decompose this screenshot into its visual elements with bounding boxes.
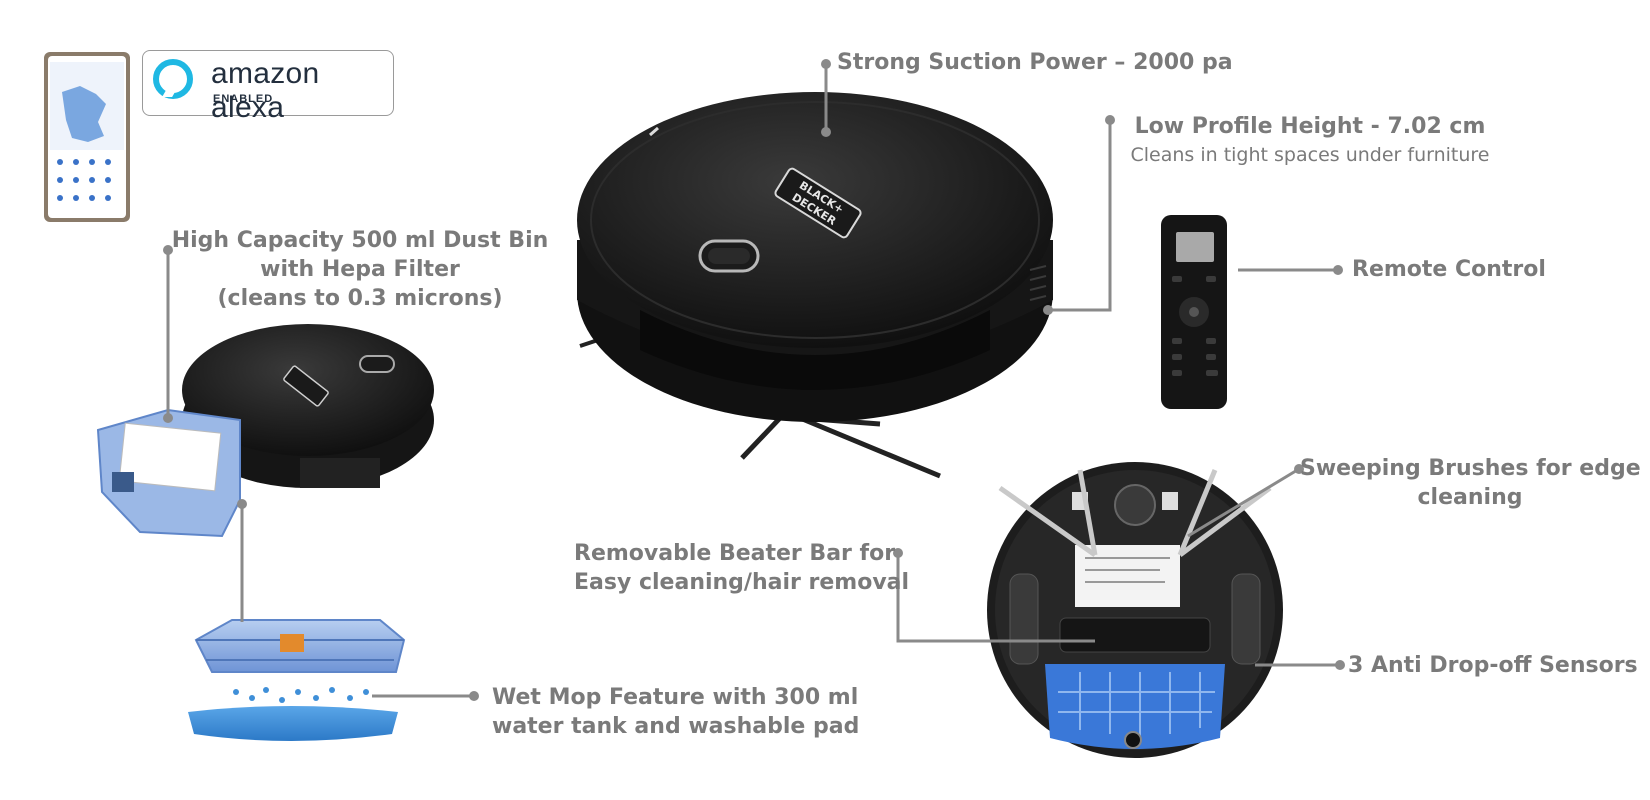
robot-small-icon [182,324,434,488]
beater-line2: Easy cleaning/hair removal [574,570,910,595]
alexa-badge: amazon alexa ENABLED [142,50,394,124]
dustbin-line3: (cleans to 0.3 microns) [217,286,503,311]
beater-line1: Removable Beater Bar for [574,541,896,566]
phone-app-icon [44,52,130,222]
alexa-brand: amazon alexa [211,57,320,124]
beater-bar-label: Removable Beater Bar for Easy cleaning/h… [574,539,910,597]
remote-control-icon [1161,215,1227,409]
callout-dots [163,59,1345,701]
brushes-label: Sweeping Brushes for edge cleaning [1300,454,1641,512]
height-subtitle: Cleans in tight spaces under furniture [1130,144,1490,166]
brushes-line2: cleaning [1417,485,1523,510]
water-tank-icon [194,619,406,673]
mop-pad-icon [188,706,398,741]
mop-label: Wet Mop Feature with 300 ml water tank a… [492,683,859,741]
water-drops-icon [233,687,369,703]
alexa-ring-icon [153,59,193,99]
mop-line2: water tank and washable pad [492,714,860,739]
robot-underside-icon [987,462,1283,758]
height-label: Low Profile Height - 7.02 cm Cleans in t… [1110,112,1510,170]
suction-label: Strong Suction Power – 2000 pa [837,50,1233,75]
sensors-label: 3 Anti Drop-off Sensors [1348,653,1638,678]
mop-line1: Wet Mop Feature with 300 ml [492,685,859,710]
alexa-status: ENABLED [213,93,274,105]
dustbin-label: High Capacity 500 ml Dust Bin with Hepa … [150,226,570,313]
dustbin-line1: High Capacity 500 ml Dust Bin [171,228,549,253]
dustbin-line2: with Hepa Filter [260,257,460,282]
height-title: Low Profile Height - 7.02 cm [1134,114,1486,139]
brushes-line1: Sweeping Brushes for edge [1300,456,1641,481]
dust-bin-icon [96,408,241,538]
robot-top-icon: BLACK+ DECKER [577,92,1053,479]
remote-label: Remote Control [1352,257,1546,282]
callout-lines [166,64,1340,698]
